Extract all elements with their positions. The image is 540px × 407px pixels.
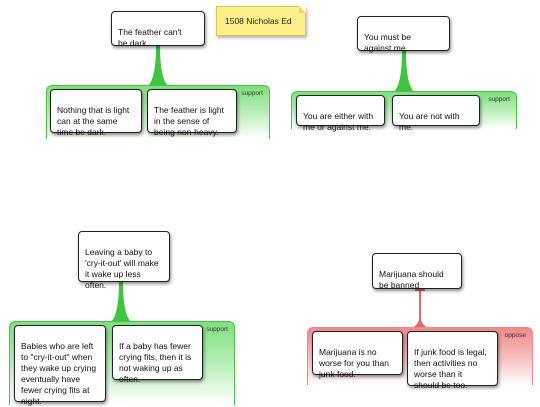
relation-tag: support — [488, 96, 510, 103]
claim-box[interactable]: Marijuana should be banned — [372, 253, 462, 290]
map1-connector — [148, 46, 168, 86]
claim-text: You must be against me. — [364, 32, 411, 53]
map2-connector — [394, 51, 414, 92]
premise-text: Babies who are left to "cry-it-out" when… — [21, 341, 97, 406]
premise-text: If junk food is legal, then activities n… — [414, 347, 487, 390]
claim-text: Leaving a baby to 'cry-it-out' will make… — [85, 247, 159, 290]
relation-tag: oppose — [504, 332, 526, 339]
claim-box[interactable]: Leaving a baby to 'cry-it-out' will make… — [78, 231, 170, 290]
folded-corner-icon — [299, 6, 306, 13]
premise-box[interactable]: The feather is light in the sense of bei… — [147, 89, 237, 137]
premise-text: Nothing that is light can at the same ti… — [57, 105, 130, 137]
claim-text: Marijuana should be banned — [379, 269, 444, 290]
claim-box[interactable]: The feather can't be dark. — [111, 11, 205, 48]
relation-tag: support — [206, 326, 228, 333]
premise-box[interactable]: Marijuana is no worse for you than junk … — [312, 331, 403, 379]
premise-text: The feather is light in the sense of bei… — [154, 105, 224, 137]
premise-text: You are either with me or against me. — [303, 111, 374, 132]
premise-box[interactable]: You are either with me or against me. — [296, 95, 385, 132]
claim-box[interactable]: You must be against me. — [357, 16, 450, 53]
premise-box[interactable]: If a baby has fewer crying fits, then it… — [112, 325, 203, 384]
map3-connector — [111, 282, 131, 322]
premise-box[interactable]: Babies who are left to "cry-it-out" when… — [14, 325, 106, 406]
premise-box[interactable]: Nothing that is light can at the same ti… — [50, 89, 142, 137]
premise-box[interactable]: If junk food is legal, then activities n… — [407, 331, 498, 390]
premise-box[interactable]: You are not with me. — [392, 95, 480, 132]
map4-connector — [412, 289, 428, 328]
premise-text: You are not with me. — [399, 111, 460, 132]
sticky-note-label: 1508 Nicholas Ed — [225, 16, 292, 26]
sticky-note[interactable]: 1508 Nicholas Ed — [216, 6, 306, 36]
premise-text: Marijuana is no worse for you than junk … — [319, 347, 389, 379]
claim-text: The feather can't be dark. — [118, 27, 182, 48]
premise-text: If a baby has fewer crying fits, then it… — [119, 341, 192, 384]
relation-tag: support — [241, 90, 263, 97]
